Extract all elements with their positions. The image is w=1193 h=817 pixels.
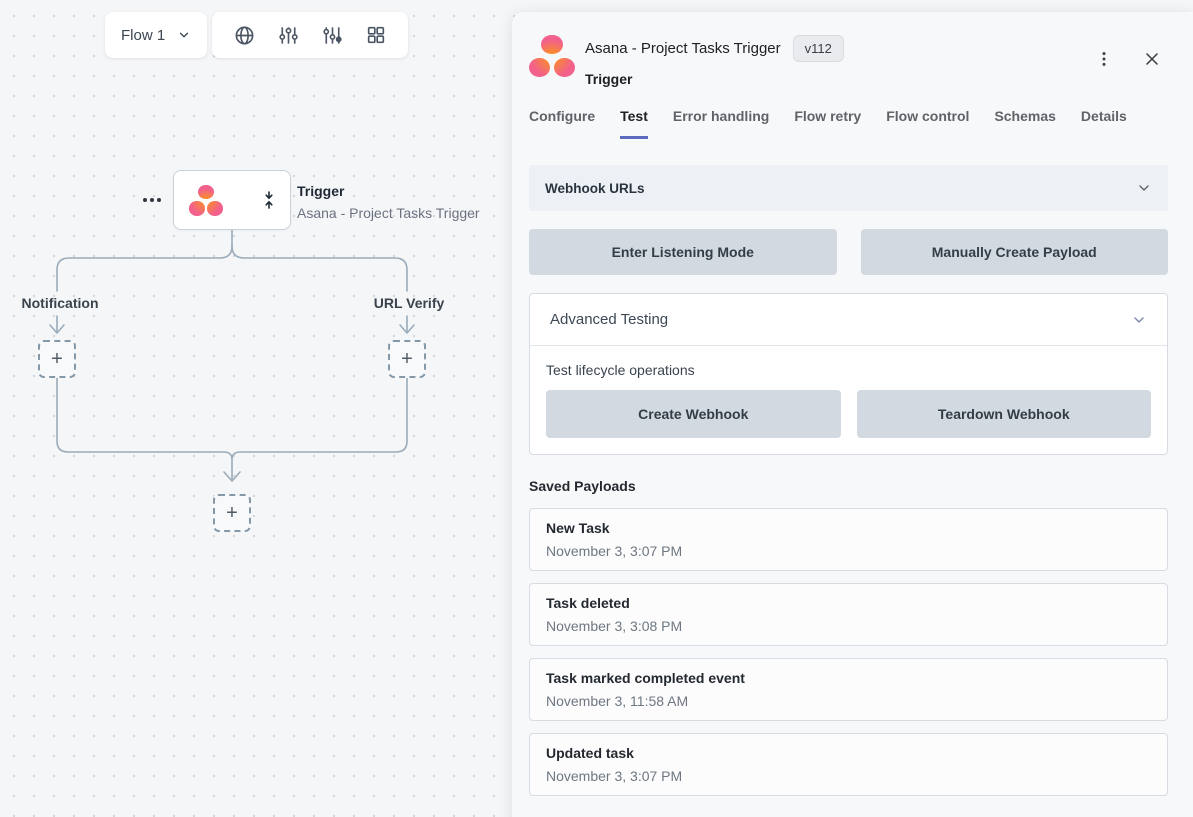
panel-header: Asana - Project Tasks Trigger v112 Trigg… <box>529 35 1168 87</box>
panel-tabs: Configure Test Error handling Flow retry… <box>529 108 1168 139</box>
node-title: Trigger <box>297 183 345 199</box>
trigger-node[interactable] <box>173 170 291 230</box>
plus-icon: + <box>51 347 63 370</box>
flow-edges <box>49 229 415 482</box>
globe-icon[interactable] <box>233 24 256 47</box>
asana-logo <box>189 184 223 216</box>
tab-flow-retry[interactable]: Flow retry <box>794 108 862 124</box>
sliders-icon[interactable] <box>277 24 300 47</box>
chevron-down-icon <box>180 32 189 38</box>
branch-label-url-verify: URL Verify <box>373 295 445 311</box>
panel-title: Asana - Project Tasks Trigger <box>585 40 781 57</box>
plus-icon: + <box>401 347 413 370</box>
tab-schemas[interactable]: Schemas <box>994 108 1056 124</box>
payload-time: November 3, 3:07 PM <box>546 768 683 784</box>
tab-flow-control[interactable]: Flow control <box>886 108 970 124</box>
manually-create-payload-button[interactable]: Manually Create Payload <box>860 229 1168 275</box>
payload-time: November 3, 11:58 AM <box>546 693 689 709</box>
advanced-testing-accordion[interactable]: Advanced Testing <box>530 294 1167 346</box>
add-step-button-merge[interactable]: + <box>213 494 251 532</box>
panel-subtitle: Trigger <box>585 71 633 87</box>
test-actions: Enter Listening Mode Manually Create Pay… <box>529 229 1168 275</box>
tab-test[interactable]: Test <box>620 108 648 139</box>
add-step-button-url-verify[interactable]: + <box>388 340 426 378</box>
tab-error-handling[interactable]: Error handling <box>672 108 770 124</box>
payload-card-task-completed[interactable]: Task marked completed event November 3, … <box>529 658 1168 721</box>
teardown-webhook-button[interactable]: Teardown Webhook <box>856 390 1151 438</box>
sliders-alt-icon[interactable] <box>321 24 344 47</box>
payload-name: Task marked completed event <box>546 670 745 686</box>
flow-selector[interactable]: Flow 1 <box>105 12 208 58</box>
version-badge: v112 <box>792 35 844 62</box>
payload-name: New Task <box>546 520 610 536</box>
canvas-toolbar <box>212 12 408 58</box>
advanced-testing-label: Advanced Testing <box>550 311 669 328</box>
advanced-testing-card: Advanced Testing Test lifecycle operatio… <box>529 293 1168 455</box>
branch-label-notification: Notification <box>21 295 99 311</box>
lifecycle-operations-label: Test lifecycle operations <box>546 362 695 378</box>
add-step-button-notification[interactable]: + <box>38 340 76 378</box>
payload-card-new-task[interactable]: New Task November 3, 3:07 PM <box>529 508 1168 571</box>
plus-icon: + <box>226 501 238 524</box>
listen-swap-icon <box>263 191 275 209</box>
chevron-down-icon <box>1136 180 1152 196</box>
tab-details[interactable]: Details <box>1080 108 1127 124</box>
payload-card-updated-task[interactable]: Updated task November 3, 3:07 PM <box>529 733 1168 796</box>
close-icon[interactable] <box>1136 43 1168 75</box>
payload-name: Updated task <box>546 745 634 761</box>
enter-listening-mode-button[interactable]: Enter Listening Mode <box>529 229 837 275</box>
asana-logo <box>529 35 575 77</box>
saved-payloads-title: Saved Payloads <box>529 478 636 494</box>
trigger-detail-panel: Asana - Project Tasks Trigger v112 Trigg… <box>512 12 1193 817</box>
flow-selector-label: Flow 1 <box>121 26 166 44</box>
webhook-urls-label: Webhook URLs <box>545 180 645 196</box>
payload-name: Task deleted <box>546 595 630 611</box>
grid-icon[interactable] <box>365 24 387 46</box>
node-subtitle: Asana - Project Tasks Trigger <box>297 205 480 221</box>
payload-time: November 3, 3:08 PM <box>546 618 683 634</box>
tab-configure[interactable]: Configure <box>529 108 596 124</box>
payload-card-task-deleted[interactable]: Task deleted November 3, 3:08 PM <box>529 583 1168 646</box>
create-webhook-button[interactable]: Create Webhook <box>546 390 841 438</box>
chevron-down-icon <box>1131 312 1147 328</box>
trigger-node-caption: Trigger Asana - Project Tasks Trigger <box>297 183 480 221</box>
payload-time: November 3, 3:07 PM <box>546 543 683 559</box>
webhook-urls-accordion[interactable]: Webhook URLs <box>529 165 1168 211</box>
node-menu-icon[interactable] <box>139 194 165 206</box>
kebab-menu-icon[interactable] <box>1088 43 1120 75</box>
